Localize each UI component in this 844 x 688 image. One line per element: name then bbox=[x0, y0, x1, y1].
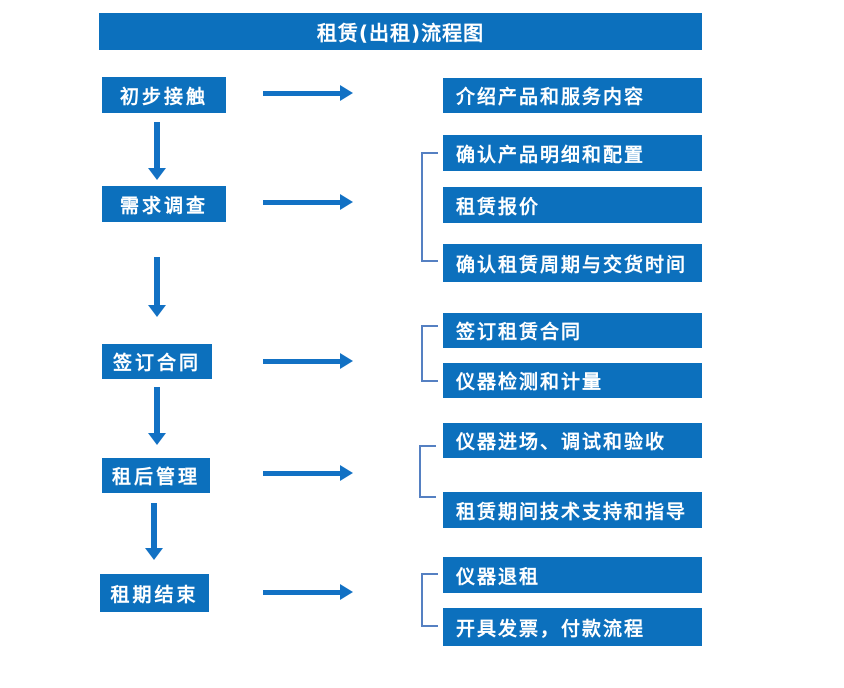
stage-box-post-rental-management: 租后管理 bbox=[102, 458, 210, 493]
group-bracket bbox=[421, 573, 438, 627]
stage-box-sign-contract: 签订合同 bbox=[102, 344, 212, 379]
group-bracket bbox=[421, 152, 438, 262]
diagram-title: 租赁(出租)流程图 bbox=[99, 13, 702, 50]
down-arrow-icon bbox=[148, 122, 166, 180]
output-box: 仪器退租 bbox=[443, 557, 702, 593]
output-box: 确认租赁周期与交货时间 bbox=[443, 244, 702, 282]
output-box: 开具发票，付款流程 bbox=[443, 608, 702, 646]
output-box: 签订租赁合同 bbox=[443, 313, 702, 348]
stage-box-rental-end: 租期结束 bbox=[100, 574, 209, 612]
stage-box-demand-survey: 需求调查 bbox=[102, 186, 226, 222]
output-box: 仪器检测和计量 bbox=[443, 363, 702, 398]
output-box: 租赁报价 bbox=[443, 187, 702, 223]
down-arrow-icon bbox=[148, 387, 166, 445]
right-arrow-icon bbox=[263, 85, 353, 101]
output-box: 租赁期间技术支持和指导 bbox=[443, 492, 702, 528]
group-bracket bbox=[421, 325, 438, 382]
output-box: 确认产品明细和配置 bbox=[443, 135, 702, 171]
right-arrow-icon bbox=[263, 194, 353, 210]
stage-box-initial-contact: 初步接触 bbox=[102, 77, 226, 113]
right-arrow-icon bbox=[263, 353, 353, 369]
down-arrow-icon bbox=[148, 257, 166, 317]
output-box: 介绍产品和服务内容 bbox=[443, 78, 702, 113]
right-arrow-icon bbox=[263, 584, 353, 600]
group-bracket bbox=[419, 445, 436, 498]
output-box: 仪器进场、调试和验收 bbox=[443, 423, 702, 458]
right-arrow-icon bbox=[263, 465, 353, 481]
down-arrow-icon bbox=[145, 503, 163, 560]
